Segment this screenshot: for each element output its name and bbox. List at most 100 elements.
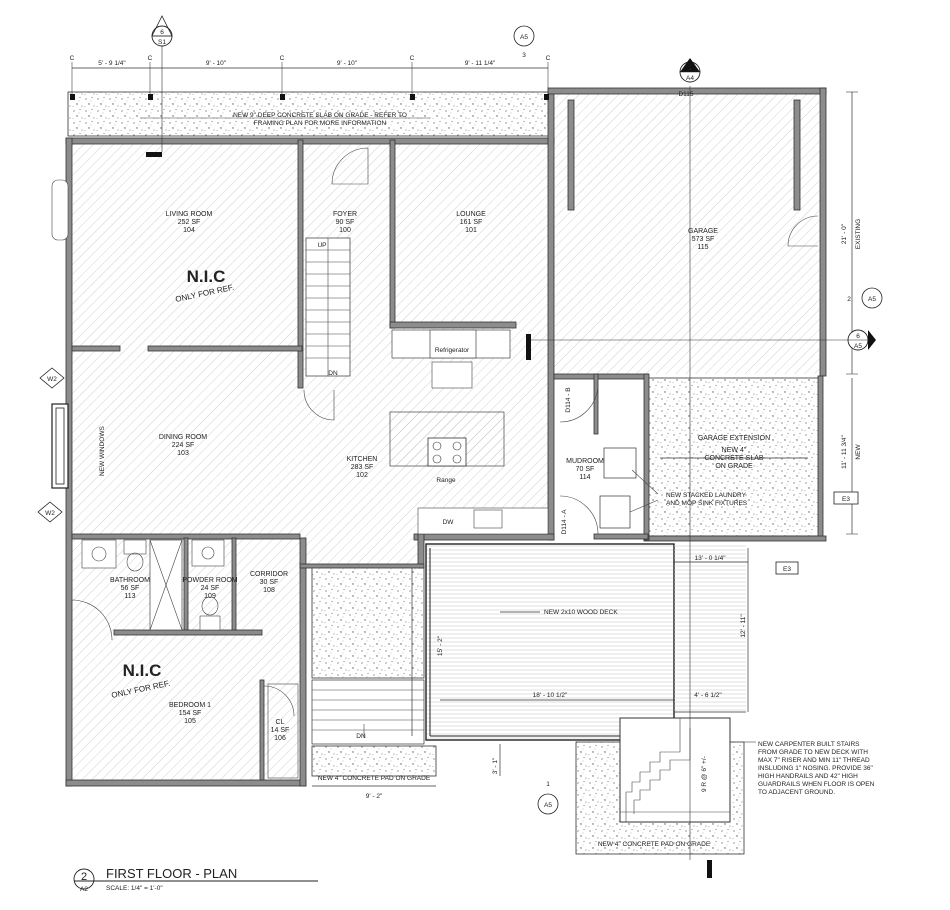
closet — [267, 683, 299, 779]
stair-down-label: DN — [328, 370, 338, 377]
dim-top-4: 9' - 11 1/4" — [465, 60, 496, 67]
svg-text:6: 6 — [856, 333, 860, 340]
nic-label-bottom: N.I.C — [123, 661, 162, 680]
deck-stair-dn: DN — [356, 733, 366, 740]
section-bar — [526, 334, 531, 360]
room-area: 30 SF — [260, 579, 279, 586]
drawing-title: FIRST FLOOR - PLAN — [106, 866, 237, 881]
dim-deck-height: 15' - 2" — [437, 635, 444, 656]
room-name: MUDROOM — [566, 458, 604, 465]
new-label: NEW — [855, 444, 862, 460]
svg-text:A4: A4 — [686, 75, 694, 82]
section-marker-a5-right-2: 6 A5 — [847, 329, 876, 351]
planter-concrete — [311, 565, 425, 679]
kitchen-fixtures — [389, 329, 549, 535]
section-marker-a4: 1 A4 — [679, 58, 701, 83]
dishwasher-label: DW — [443, 519, 455, 526]
dim-pad-height: 3' - 1" — [492, 757, 499, 774]
stairs-note: NEW CARPENTER BUILT STAIRS FROM GRADE TO… — [744, 741, 875, 796]
laundry-note-2: AND MOP SINK FIXTURES — [666, 500, 748, 507]
room-number: 113 — [124, 593, 135, 600]
interior-stair — [305, 237, 351, 377]
dim-garage-height: 21' - 0" — [841, 223, 848, 244]
svg-text:3: 3 — [522, 52, 526, 59]
svg-text:W2: W2 — [45, 510, 55, 517]
refrigerator-label: Refrigerator — [435, 347, 470, 354]
section-marker-a5-bottom: A5 1 — [537, 781, 559, 815]
door-swings — [71, 147, 819, 717]
stair-up-label: UP — [317, 242, 326, 249]
door-tag-d114b: D114 - B — [565, 387, 572, 412]
stairs-note-6: GUARDRAILS WHEN FLOOR IS OPEN — [758, 781, 875, 788]
range-label: Range — [436, 477, 456, 484]
title-block: 2 A2 FIRST FLOOR - PLAN SCALE: 1/4" = 1'… — [73, 866, 318, 893]
svg-text:2: 2 — [847, 296, 851, 303]
stairs-note-4: INSLUDING 1" NOSING. PROVIDE 36" — [758, 765, 873, 772]
room-number: 115 — [697, 244, 708, 251]
room-number: 103 — [177, 450, 189, 457]
deck-stairs-right — [619, 717, 731, 823]
room-name: LOUNGE — [456, 211, 486, 218]
room-name: BEDROOM 1 — [169, 702, 211, 709]
room-name: FOYER — [333, 211, 357, 218]
elec-tag-e3-bottom: E3 — [775, 561, 799, 575]
svg-text:S1: S1 — [158, 39, 166, 46]
room-area: 161 SF — [460, 219, 483, 226]
dimensions-deck — [312, 548, 749, 787]
dim-top-1: 5' - 9 1/4" — [98, 60, 126, 67]
room-name: CORRIDOR — [250, 571, 288, 578]
stairs-note-3: MAX 7" RISER AND MIN 11" THREAD — [758, 757, 870, 764]
garage-ext-title: GARAGE EXTENSION — [698, 435, 770, 442]
room-area: 283 SF — [351, 464, 374, 471]
room-area: 252 SF — [178, 219, 201, 226]
window-tag-w2-top: W2 — [39, 367, 65, 389]
existing-label: EXISTING — [855, 219, 862, 249]
dim-deck-height-2: 12' - 11" — [740, 614, 747, 638]
dim-deck-wide: 18' - 10 1/2" — [533, 692, 568, 699]
pad-left-note: NEW 4" CONCRETE PAD ON GRADE — [318, 775, 431, 782]
wood-deck-ext — [674, 544, 746, 712]
garage-ext-note-3: ON GRADE — [715, 463, 753, 470]
bathroom-fixtures — [81, 539, 225, 631]
title-number: 2 — [81, 871, 87, 883]
deck-stairs-left — [311, 679, 425, 745]
dim-deck-width: 13' - 0 1/4" — [694, 555, 726, 562]
svg-text:A5: A5 — [854, 343, 862, 350]
section-marker-a5-right-1: A5 2 — [847, 287, 883, 309]
room-labels: LIVING ROOM 252 SF 104 FOYER 90 SF 100 L… — [110, 211, 718, 742]
section-marker-s1: 6 S1 — [151, 15, 173, 152]
room-area: 14 SF — [271, 727, 290, 734]
elec-tag-e3-right: E3 — [833, 491, 859, 505]
dim-extension-height: 11' - 11 3/4" — [841, 434, 848, 468]
room-area: 573 SF — [692, 236, 715, 243]
garage-floor — [552, 92, 822, 374]
wood-deck — [425, 543, 675, 741]
room-number: 114 — [579, 474, 590, 481]
room-number: 104 — [183, 227, 195, 234]
svg-text:A5: A5 — [520, 34, 528, 41]
room-name: GARAGE — [688, 228, 718, 235]
dim-top-2: 9' - 10" — [206, 60, 227, 67]
stairs-note-7: TO ADJACENT GROUND. — [758, 789, 835, 796]
room-number: 106 — [274, 735, 286, 742]
pad-right-note: NEW 4" CONCRETE PAD ON GRADE — [598, 841, 711, 848]
grid-marks: C C C C C — [70, 55, 551, 62]
garage-ext-note-1: NEW 4" — [722, 447, 747, 454]
room-area: 24 SF — [201, 585, 220, 592]
window-tag-w2-bottom: W2 — [37, 501, 63, 523]
door-tag-d115: D115 — [678, 91, 693, 98]
drawing-scale: SCALE: 1/4" = 1'-0" — [106, 885, 163, 892]
new-windows-note: NEW WINDOWS — [99, 426, 106, 476]
slab-note: NEW 9" DEEP CONCRETE SLAB ON GRADE - REF… — [233, 112, 407, 119]
svg-text:A5: A5 — [868, 296, 876, 303]
room-name: DINING ROOM — [159, 434, 207, 441]
room-area: 154 SF — [179, 710, 202, 717]
svg-text:W2: W2 — [47, 376, 57, 383]
svg-text:6: 6 — [160, 29, 164, 36]
nic-label-top: N.I.C — [187, 267, 226, 286]
walls — [65, 87, 827, 787]
section-bar-bottom — [707, 860, 712, 878]
stairs-note-1: NEW CARPENTER BUILT STAIRS — [758, 741, 860, 748]
dim-top-3: 9' - 10" — [337, 60, 358, 67]
svg-text:E3: E3 — [842, 496, 850, 503]
